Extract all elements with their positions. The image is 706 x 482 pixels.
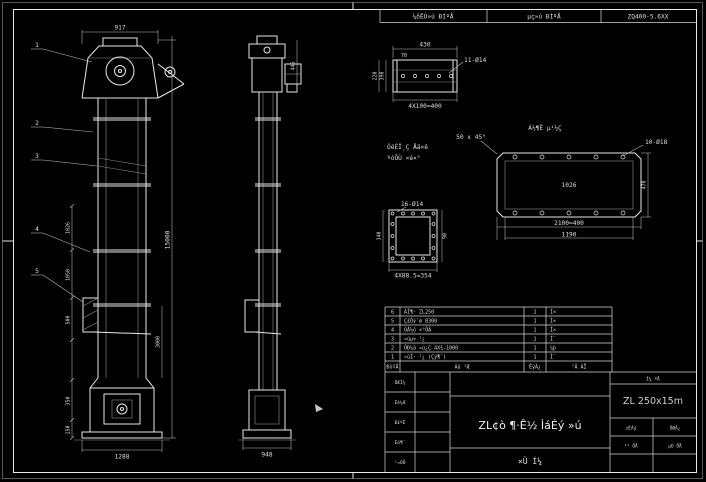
balloon-5: 5: [35, 268, 39, 275]
bom-row: 6 ÁÏ¶· ZL250 1 Ì×: [391, 309, 556, 316]
plate-note: Á½¶Ë µ¹½Ç: [528, 123, 562, 132]
sig-label-check: Ð£ºË: [395, 419, 406, 426]
bom-row: 5 Ç£Òý´ø B300 1 Ì×: [391, 318, 556, 325]
weld-mark: [315, 404, 323, 412]
bom-qty: 1: [533, 337, 536, 343]
bom-material: Ì¨: [550, 336, 556, 343]
dim-left-4: 350: [66, 396, 72, 405]
bom-header-qty: ÊýÁ¿: [529, 363, 541, 371]
bom-material: Ì×: [550, 327, 556, 334]
scale-label: ±ÈÀý: [626, 424, 637, 432]
dim-side-base: 948: [261, 452, 272, 459]
bom-name: Ç£Òý´ø B300: [404, 318, 437, 325]
bom-name: ÖÐ¼ä »ú¿Ç 4X¾-1000: [404, 345, 458, 352]
header-cell-reducer: ¼õËÙ»ú ÐÍºÅ: [413, 12, 454, 21]
bom-header-no: ÐòºÅ: [386, 364, 398, 371]
bom-name: ÁÏ¶· ZL250: [404, 309, 434, 316]
base-plate: [81, 431, 163, 439]
bom-header-name: Ãû ³Æ: [454, 364, 469, 371]
header-table: ¼õËÙ»ú ÐÍºÅ µç»ú ÐÍºÅ ZQ400-5.6XX: [379, 9, 697, 23]
bom-row: 3 »úµ× ²¿ 1 Ì¨: [391, 336, 556, 343]
dim-flange-pitch: 4X88.5=354: [394, 273, 432, 280]
dim-total-height: 15000: [165, 230, 172, 249]
dim-channel-height-inner: 220: [373, 71, 379, 80]
flange-note-line1: ÓëÉÏ¸Ç Åä×ê: [387, 142, 428, 151]
bom-row: 1 »úÍ· ²¿ (Çý¶¯) 1 Ì¨: [391, 353, 556, 361]
side-view: 948 445: [238, 35, 302, 459]
channel-hole-callout: 11-Ø14: [464, 56, 487, 64]
bom-name: »úÍ· ²¿ (Çý¶¯): [404, 353, 446, 361]
dim-top-width: 917: [114, 25, 125, 32]
sig-label-draw: ÖÆÍ¼: [395, 378, 406, 386]
bom-header-material: ²Ä ÁÏ: [571, 364, 586, 371]
drive-pulley: [164, 66, 176, 78]
header-cell-motor: µç»ú ÐÍºÅ: [527, 12, 561, 21]
bom-no: 2: [391, 346, 394, 352]
plate-chamfer-note: 50 x 45°: [456, 133, 486, 141]
weight-label: ÖØÁ¿: [670, 425, 681, 432]
dim-channel-offset: 70: [401, 53, 407, 59]
bom-no: 3: [391, 337, 394, 343]
balloon-4: 4: [35, 226, 39, 233]
bom-qty: 1: [533, 319, 536, 325]
sheet-total-label: ¹² ÕÅ: [624, 443, 638, 450]
head-pulley: [105, 56, 135, 86]
dim-base-width: 1288: [115, 454, 130, 461]
doc-no-label: Í¼ ºÅ: [646, 375, 660, 383]
dim-left-5: 150: [66, 425, 72, 434]
bom-row: 4 ÕÅ½ô ×°ÖÃ 1 Ì×: [391, 327, 556, 334]
bom-qty: 1: [533, 355, 536, 361]
detail-flange: 16-Ø14 340 90 4X88.5=354 ÓëÉÏ¸Ç Åä×ê ºóÔ…: [377, 142, 449, 280]
dim-lower-section: 3000: [156, 336, 162, 348]
dim-plate-pitch: 2100=400: [554, 220, 584, 227]
dim-flange-side: 90: [443, 233, 449, 239]
bom-qty: 1: [533, 346, 536, 352]
bom-material: Ì¨: [550, 354, 556, 361]
bom-table: 6 ÁÏ¶· ZL250 1 Ì× 5 Ç£Òý´ø B300 1 Ì× 4 Õ…: [384, 306, 697, 473]
balloon-1: 1: [35, 42, 39, 49]
dim-left-1: 1026: [66, 222, 72, 234]
bom-material: ¼þ: [550, 346, 556, 352]
front-view: 1 2 3 4 5 917 15000 3000 1026 1050 500 3…: [31, 25, 185, 461]
detail-channel: 430 70 11-Ø14 390 220 4X100=400: [373, 42, 487, 111]
sig-label-approve: Éó¶¨: [395, 438, 406, 446]
flange-note-line2: ºóÔÙ ×é×°: [387, 153, 421, 162]
bom-row: 2 ÖÐ¼ä »ú¿Ç 4X¾-1000 1 ¼þ: [391, 345, 556, 352]
bom-name: »úµ× ²¿: [404, 336, 425, 343]
dim-left-3: 500: [66, 315, 72, 324]
bom-no: 1: [391, 355, 394, 361]
sig-label-process: ¹¤ÒÕ: [395, 459, 406, 466]
drawing-title: ZL¢ò ¶·Ê½ ÌáÉý »ú: [478, 419, 581, 432]
detail-plate: 1026 Á½¶Ë µ¹½Ç 50 x 45° 10-Ø18 470 2100=…: [456, 123, 668, 240]
bom-qty: 1: [533, 310, 536, 316]
balloon-3: 3: [35, 153, 39, 160]
dim-plate-length: 1190: [562, 232, 577, 239]
flange-hole-callout: 16-Ø14: [401, 200, 424, 208]
bom-material: Ì×: [550, 309, 556, 316]
balloon-2: 2: [35, 120, 39, 127]
dim-plate-inner: 1026: [562, 182, 577, 189]
dim-channel-height-outer: 390: [380, 71, 386, 80]
model-number: ZL 250x15m: [623, 396, 683, 407]
dim-left-2: 1050: [66, 269, 72, 281]
drawing-type: ×Ü Í¼: [518, 455, 542, 466]
bom-no: 6: [391, 310, 394, 316]
dim-plate-height: 470: [642, 180, 648, 189]
dim-channel-width: 430: [419, 42, 430, 49]
dim-flange-height: 340: [377, 231, 383, 240]
bom-no: 5: [391, 319, 394, 325]
dim-channel-pitch: 4X100=400: [408, 103, 442, 110]
bom-material: Ì×: [550, 318, 556, 325]
title-block: ÖÆÍ¼ Éè¼Æ Ð£ºË Éó¶¨ ¹¤ÒÕ ZL¢ò ¶·Ê½ ÌáÉý …: [385, 372, 697, 473]
inlet-chute: [82, 297, 99, 333]
header-cell-model: ZQ400-5.6XX: [628, 14, 669, 21]
bom-qty: 1: [533, 328, 536, 334]
plate-hole-callout: 10-Ø18: [645, 138, 668, 146]
bom-name: ÕÅ½ô ×°ÖÃ: [404, 327, 431, 334]
bom-no: 4: [391, 328, 394, 334]
dim-head-height: 445: [291, 61, 297, 70]
sheet-index-label: µÚ ÕÅ: [668, 443, 682, 450]
sig-label-design: Éè¼Æ: [395, 398, 406, 406]
